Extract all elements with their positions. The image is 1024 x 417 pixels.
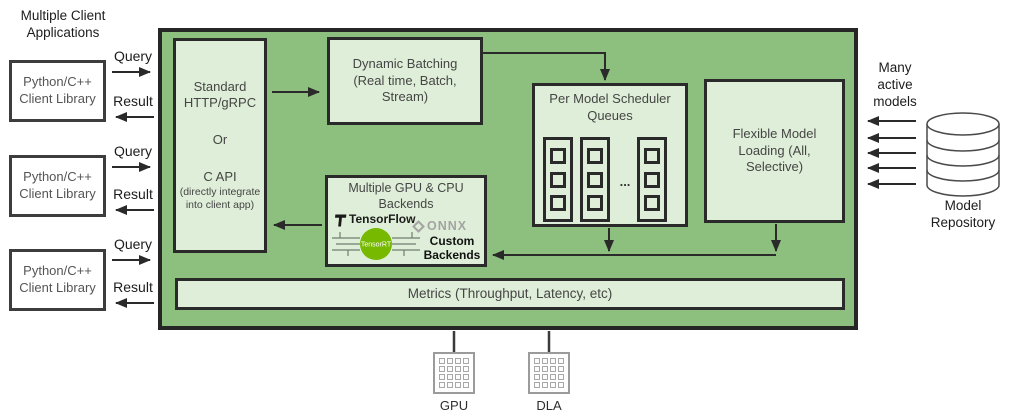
query-label-1: Query <box>113 48 153 64</box>
queue-icon <box>637 137 667 222</box>
api-note: into client app) <box>185 199 255 212</box>
api-note: (directly integrate <box>179 186 261 199</box>
heading-line: Multiple Client <box>20 8 106 23</box>
tensorflow-icon <box>335 214 347 227</box>
queue-icon <box>580 137 610 222</box>
api-text: C API <box>203 169 237 185</box>
backends-title: Multiple GPU & CPU Backends <box>348 181 464 211</box>
metrics-bar: Metrics (Throughput, Latency, etc) <box>175 278 845 310</box>
tensorrt-label: TensorRT <box>361 242 392 249</box>
client-label: Client Library <box>19 91 96 106</box>
tensorrt-icon: TensorRT <box>332 228 420 260</box>
tensorrt-logo: TensorRT <box>330 224 422 269</box>
model-repository-label: Model Repository <box>930 198 996 230</box>
dynamic-batching-text: (Real time, Batch, <box>353 72 457 88</box>
onnx-label: ONNX <box>427 219 468 233</box>
scheduler-queues-box: Per Model Scheduler Queues ... <box>532 83 688 227</box>
many-active-models-heading: Many active models <box>873 60 917 109</box>
custom-backends-label: Custom Backends <box>423 234 481 263</box>
flexible-loading-text: Selective) <box>745 159 804 175</box>
flexible-loading-text: Flexible Model <box>732 125 817 141</box>
api-text: HTTP/gRPC <box>183 95 257 111</box>
api-text: Standard <box>193 78 247 94</box>
result-label-1: Result <box>113 93 153 109</box>
gpu-chip-icon <box>433 352 475 394</box>
backends-box: Multiple GPU & CPU Backends TensorFlow O… <box>325 175 487 267</box>
queue-icon <box>543 137 573 222</box>
dla-label: DLA <box>536 398 562 413</box>
gpu-label: GPU <box>439 398 469 413</box>
client-label: Client Library <box>19 186 96 201</box>
http-grpc-api-box: Standard HTTP/gRPC Or C API (directly in… <box>173 38 267 253</box>
heading-line: Applications <box>26 24 100 40</box>
client-applications-heading: Multiple Client Applications <box>8 8 118 42</box>
query-label-3: Query <box>113 236 153 252</box>
onnx-logo: ONNX <box>412 218 468 234</box>
ellipsis-text: ... <box>619 174 631 189</box>
client-label: Python/C++ <box>23 263 92 279</box>
client-label: Client Library <box>19 280 96 295</box>
scheduler-title: Per Model Scheduler Queues <box>549 91 671 123</box>
database-cylinder-icon <box>926 112 1000 197</box>
result-label-3: Result <box>113 279 153 295</box>
flexible-model-loading-box: Flexible Model Loading (All, Selective) <box>704 79 845 223</box>
flexible-loading-text: Loading (All, <box>738 142 811 158</box>
client-library-box-2: Python/C++ Client Library <box>9 155 106 217</box>
dla-chip-icon <box>528 352 570 394</box>
dynamic-batching-box: Dynamic Batching (Real time, Batch, Stre… <box>327 37 483 125</box>
client-label: Python/C++ <box>23 169 92 185</box>
client-library-box-3: Python/C++ Client Library <box>9 249 106 311</box>
dynamic-batching-text: Dynamic Batching <box>352 55 458 71</box>
dynamic-batching-text: Stream) <box>381 89 429 105</box>
client-library-box-1: Python/C++ Client Library <box>9 60 106 122</box>
inference-server-container: Standard HTTP/gRPC Or C API (directly in… <box>158 28 858 330</box>
query-label-2: Query <box>113 143 153 159</box>
api-text: Or <box>212 132 228 148</box>
tensorflow-logo: TensorFlow <box>334 212 415 228</box>
tensorflow-label: TensorFlow <box>349 212 416 226</box>
client-label: Python/C++ <box>23 74 92 90</box>
result-label-2: Result <box>113 186 153 202</box>
